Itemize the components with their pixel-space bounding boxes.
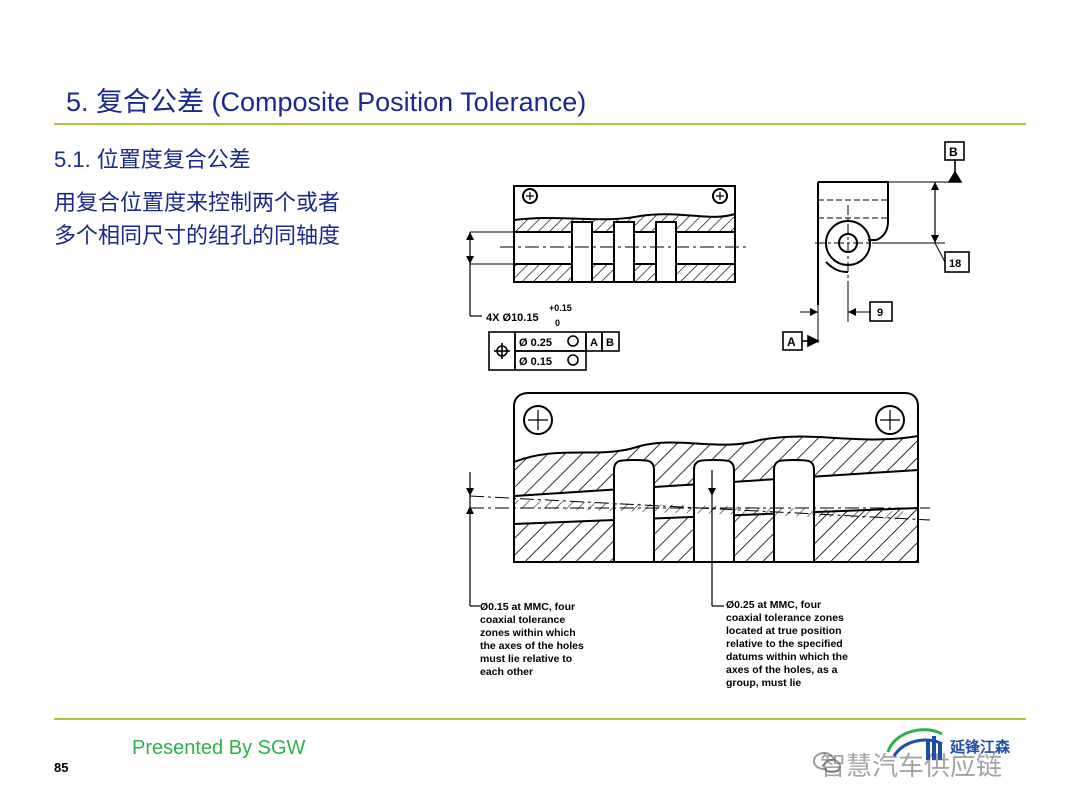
feature-control-frame [488, 331, 620, 371]
presenter-text: Presented By SGW [132, 737, 306, 759]
body-text-line-2: 多个相同尺寸的组孔的同轴度 [54, 223, 341, 248]
svg-text:Ø0.25 at MMC, four: Ø0.25 at MMC, four [726, 599, 821, 611]
wechat-icon [813, 752, 841, 773]
datum-a-label: A [787, 335, 796, 349]
hole-callout: 4X Ø10.15 [486, 312, 539, 324]
hole-tolerance-upper: +0.15 [549, 303, 572, 313]
svg-text:located at true position: located at true position [726, 625, 842, 637]
svg-text:group, must lie: group, must lie [726, 677, 801, 689]
svg-text:relative to the specified: relative to the specified [726, 638, 843, 650]
body-text-line-1: 用复合位置度来控制两个或者 [54, 190, 341, 215]
basic-dim-18-box [944, 251, 970, 273]
note-right: Ø0.25 at MMC, four coaxial tolerance zon… [726, 599, 848, 689]
fcf-datum-a: A [590, 337, 598, 349]
fcf-row2-tolerance: Ø 0.15 [519, 356, 552, 368]
front-view-small [466, 185, 750, 317]
svg-text:coaxial tolerance zones: coaxial tolerance zones [726, 612, 844, 624]
datum-b-label: B [949, 145, 958, 159]
front-view-large [466, 392, 931, 607]
svg-text:the axes of the holes: the axes of the holes [480, 640, 584, 652]
company-logo-text: 延锋江森 [950, 739, 1011, 756]
note-left: Ø0.15 at MMC, four coaxial tolerance zon… [480, 601, 584, 678]
hole-tolerance-lower: 0 [555, 318, 560, 328]
engineering-drawing: 4X Ø10.15 +0.15 0 Ø 0.25 Ø 0.15 A B [466, 141, 970, 689]
svg-text:must lie relative to: must lie relative to [480, 653, 572, 665]
slide-title: 5. 复合公差 (Composite Position Tolerance) [66, 87, 587, 117]
basic-dim-9-box [869, 301, 893, 322]
basic-dim-9: 9 [877, 307, 883, 319]
side-view [800, 181, 955, 343]
company-logo-icon [886, 728, 943, 760]
svg-text:zones within which: zones within which [480, 627, 576, 639]
datum-a-symbol [782, 331, 820, 351]
svg-text:Ø0.15 at MMC, four: Ø0.15 at MMC, four [480, 601, 575, 613]
fcf-row1-tolerance: Ø 0.25 [519, 337, 552, 349]
fcf-datum-b: B [606, 337, 614, 349]
svg-text:each other: each other [480, 666, 533, 678]
title-divider [54, 123, 1026, 125]
svg-text:coaxial tolerance: coaxial tolerance [480, 614, 565, 626]
page-number: 85 [54, 760, 69, 775]
datum-b-symbol [944, 141, 965, 183]
svg-text:datums within which the: datums within which the [726, 651, 848, 663]
basic-dim-18: 18 [949, 258, 961, 270]
footer-divider [54, 718, 1026, 720]
section-heading: 5.1. 位置度复合公差 [54, 147, 251, 172]
svg-text:axes of the holes, as a: axes of the holes, as a [726, 664, 838, 676]
watermark-text: 智慧汽车供应链 [820, 751, 1003, 781]
